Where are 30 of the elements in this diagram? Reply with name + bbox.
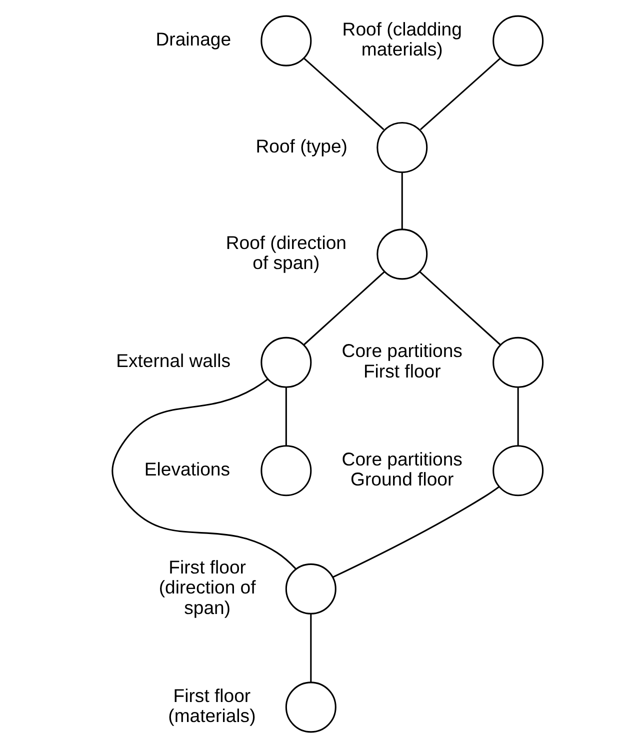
- connector: [332, 486, 499, 578]
- node-label: Elevations: [144, 458, 230, 480]
- connector: [418, 271, 500, 346]
- node-circle: [492, 336, 544, 388]
- connector: [302, 271, 385, 346]
- node-circle: [492, 445, 544, 496]
- node-circle: [260, 336, 312, 388]
- node-circle: [376, 122, 428, 173]
- connector: [310, 614, 312, 682]
- connector: [400, 172, 402, 230]
- node-circle: [284, 563, 336, 614]
- node-label: First floor (materials): [168, 684, 256, 726]
- node-circle: [284, 682, 336, 733]
- node-label: Roof (type): [255, 135, 348, 156]
- node-label: External walls: [116, 350, 230, 372]
- connector: [303, 58, 384, 130]
- node-label: First floor (direction of span): [158, 556, 256, 618]
- node-label: Roof (direction of span): [225, 232, 346, 274]
- node-label: Core partitions Ground floor: [341, 448, 462, 490]
- connector: [111, 378, 296, 570]
- node-circle: [492, 15, 544, 66]
- node-label: Core partitions First floor: [341, 340, 462, 382]
- connector: [419, 58, 500, 130]
- connector: [284, 387, 286, 446]
- node-circle: [376, 228, 428, 280]
- node-label: Roof (cladding materials): [342, 18, 462, 60]
- node-circle: [260, 15, 312, 66]
- connector: [516, 387, 518, 446]
- node-label: Drainage: [155, 28, 231, 50]
- node-circle: [260, 445, 312, 496]
